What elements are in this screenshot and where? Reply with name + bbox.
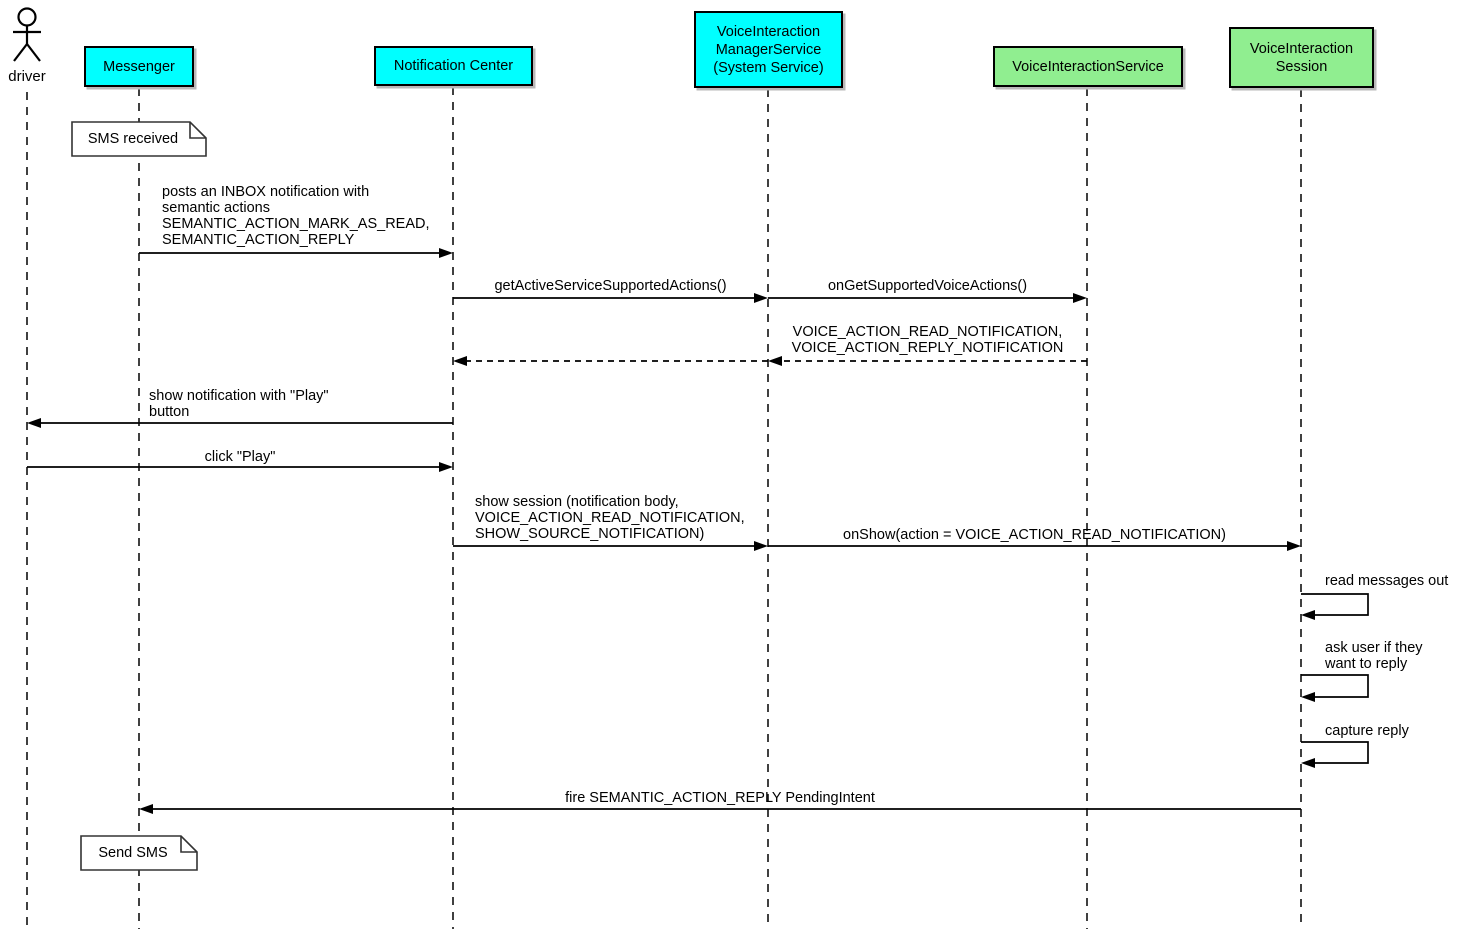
arrowhead-8 bbox=[1301, 610, 1315, 620]
lifelines bbox=[26, 87, 1302, 929]
arrowhead-11 bbox=[139, 804, 153, 814]
message-label-on-show: onShow(action = VOICE_ACTION_READ_NOTIFI… bbox=[843, 527, 1226, 543]
message-label-show-session: show session (notification body, VOICE_A… bbox=[475, 494, 745, 542]
note-text: Send SMS bbox=[98, 845, 168, 861]
participant-notification-center: Notification Center bbox=[374, 46, 533, 86]
message-label-show-notification-play: show notification with "Play" button bbox=[149, 388, 329, 420]
self-message-arrow-8 bbox=[1301, 593, 1369, 616]
note-text: SMS received bbox=[87, 131, 179, 147]
participant-voice-interaction-manager-service: VoiceInteraction ManagerService (System … bbox=[694, 11, 843, 88]
message-arrows bbox=[27, 252, 1369, 810]
actor-driver-label: driver bbox=[8, 68, 46, 85]
arrowhead-3a bbox=[768, 356, 782, 366]
arrowhead-6 bbox=[754, 541, 768, 551]
message-label-fire-semantic-action-reply: fire SEMANTIC_ACTION_REPLY PendingIntent bbox=[565, 790, 875, 806]
actor-driver-icon bbox=[13, 7, 41, 62]
message-label-voice-actions-return: VOICE_ACTION_READ_NOTIFICATION, VOICE_AC… bbox=[791, 324, 1064, 356]
message-label-get-active-service-supported-actions: getActiveServiceSupportedActions() bbox=[494, 278, 727, 294]
message-label-read-messages-out: read messages out bbox=[1325, 573, 1449, 589]
participant-messenger: Messenger bbox=[84, 46, 194, 87]
arrowhead-2 bbox=[1073, 293, 1087, 303]
message-label-click-play: click "Play" bbox=[204, 449, 276, 465]
self-message-arrow-10 bbox=[1301, 741, 1369, 764]
arrowhead-10 bbox=[1301, 758, 1315, 768]
note-shape bbox=[71, 121, 207, 157]
arrowhead-9 bbox=[1301, 692, 1315, 702]
message-label-posts-inbox-notification: posts an INBOX notification with semanti… bbox=[162, 184, 430, 248]
message-label-ask-user-reply: ask user if they want to reply bbox=[1325, 640, 1423, 672]
arrowhead-0 bbox=[439, 248, 453, 258]
note-send-sms: Send SMS bbox=[80, 835, 198, 871]
note-sms-received: SMS received bbox=[71, 121, 207, 157]
arrowheads bbox=[27, 248, 1315, 814]
self-message-arrow-9 bbox=[1301, 674, 1369, 698]
participant-voice-interaction-session: VoiceInteraction Session bbox=[1229, 27, 1374, 88]
note-shape bbox=[80, 835, 198, 871]
arrowhead-4 bbox=[27, 418, 41, 428]
arrowhead-5 bbox=[439, 462, 453, 472]
message-label-capture-reply: capture reply bbox=[1325, 723, 1409, 739]
message-label-on-get-supported-voice-actions: onGetSupportedVoiceActions() bbox=[827, 278, 1028, 294]
arrowhead-3b bbox=[453, 356, 467, 366]
arrowhead-7 bbox=[1287, 541, 1301, 551]
participant-voice-interaction-service: VoiceInteractionService bbox=[993, 46, 1183, 87]
arrowhead-1 bbox=[754, 293, 768, 303]
